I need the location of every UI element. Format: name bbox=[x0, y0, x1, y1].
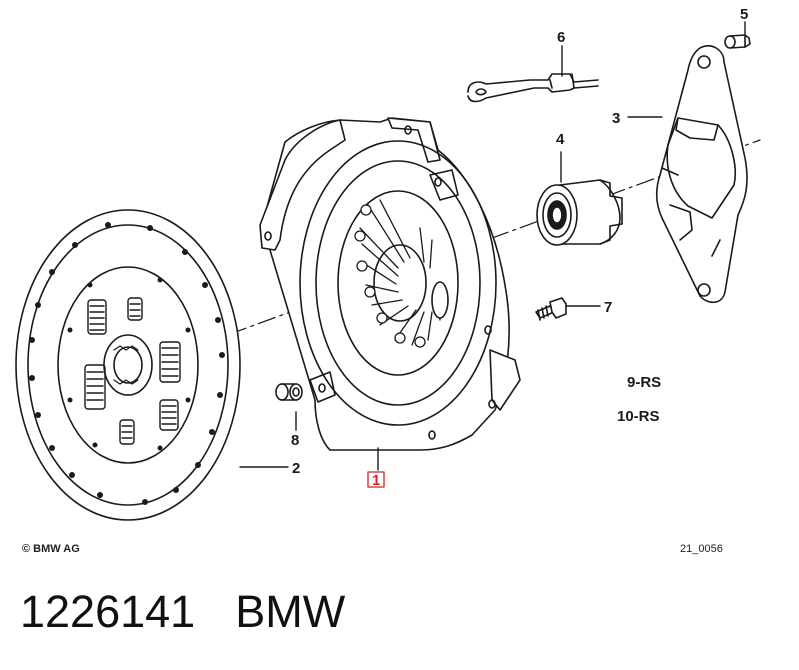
leader-lines bbox=[239, 21, 746, 471]
callout-2: 2 bbox=[292, 460, 300, 477]
disc-rivets bbox=[29, 222, 225, 505]
variant-9-rs: 9-RS bbox=[627, 374, 661, 391]
release-bearing bbox=[536, 179, 623, 246]
pressure-plate bbox=[259, 117, 521, 451]
clutch-disc bbox=[15, 209, 241, 521]
exploded-clutch-diagram: 2 8 1 4 6 3 5 7 9-RS 10-RS © BMW AG 21_0… bbox=[15, 6, 761, 555]
retaining-spring bbox=[467, 73, 599, 103]
callout-3: 3 bbox=[612, 110, 620, 127]
part-footer: 1226141 BMW bbox=[20, 586, 385, 638]
callout-5: 5 bbox=[740, 6, 748, 23]
callout-6: 6 bbox=[557, 29, 565, 46]
copyright-label: © BMW AG bbox=[22, 543, 80, 555]
highlight-box bbox=[367, 471, 385, 488]
part-number: 1226141 bbox=[20, 586, 196, 637]
callout-8: 8 bbox=[291, 432, 299, 449]
variant-10-rs: 10-RS bbox=[617, 408, 660, 425]
brand-name: BMW bbox=[235, 586, 346, 637]
pivot-pin bbox=[724, 34, 751, 49]
bolt bbox=[535, 297, 567, 321]
callout-4: 4 bbox=[556, 131, 565, 148]
cover-holes bbox=[264, 125, 496, 440]
callout-7: 7 bbox=[604, 299, 612, 316]
callout-1: 1 bbox=[372, 472, 380, 489]
damper-springs bbox=[84, 297, 181, 445]
release-lever bbox=[656, 45, 748, 304]
figure-id: 21_0056 bbox=[680, 543, 723, 555]
pilot-bushing bbox=[275, 383, 303, 401]
